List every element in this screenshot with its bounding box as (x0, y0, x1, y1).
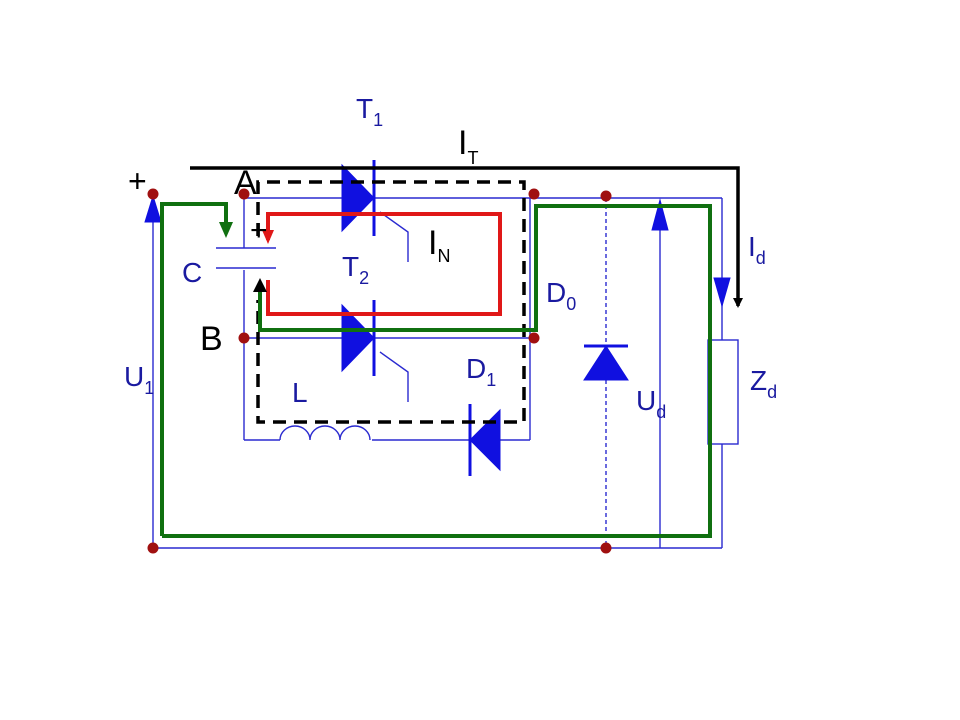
label-d0: D0 (546, 277, 576, 314)
label-id: Id (748, 231, 766, 268)
thyristor-t1 (341, 160, 376, 236)
inductor-coil (279, 425, 371, 441)
current-path-main-return (162, 204, 712, 538)
current-path-in-arrow (262, 230, 274, 244)
label-inductor: L (292, 377, 308, 408)
label-plus-supply: + (128, 163, 147, 199)
load-impedance (707, 339, 739, 445)
label-it: IT (458, 124, 478, 168)
current-path-main-arrow (219, 222, 233, 238)
ud-arrow (651, 198, 669, 231)
label-t1: T1 (356, 93, 383, 130)
label-d1: D1 (466, 353, 496, 390)
circuit-nodes (147, 188, 612, 554)
label-plus-capacitor: + (250, 214, 268, 247)
current-path-it (190, 166, 743, 308)
label-node-a: A (234, 164, 257, 202)
label-node-b: B (200, 320, 223, 358)
label-ud: Ud (636, 385, 666, 422)
diode-d0 (583, 344, 629, 381)
current-path-main (160, 202, 228, 536)
label-in: IN (428, 224, 450, 266)
label-u1: U1 (124, 361, 154, 398)
thyristor-t2 (341, 300, 376, 376)
label-capacitor: C (182, 257, 202, 288)
label-zd: Zd (750, 365, 777, 402)
label-t2: T2 (342, 251, 369, 288)
u1-arrow (144, 194, 162, 223)
id-arrow-head (713, 277, 731, 308)
current-path-in (266, 212, 502, 316)
current-path-main-arrow-up (253, 278, 267, 292)
capacitor-symbol (216, 247, 276, 269)
diode-d1 (468, 404, 501, 476)
current-path-dashed (256, 180, 526, 424)
